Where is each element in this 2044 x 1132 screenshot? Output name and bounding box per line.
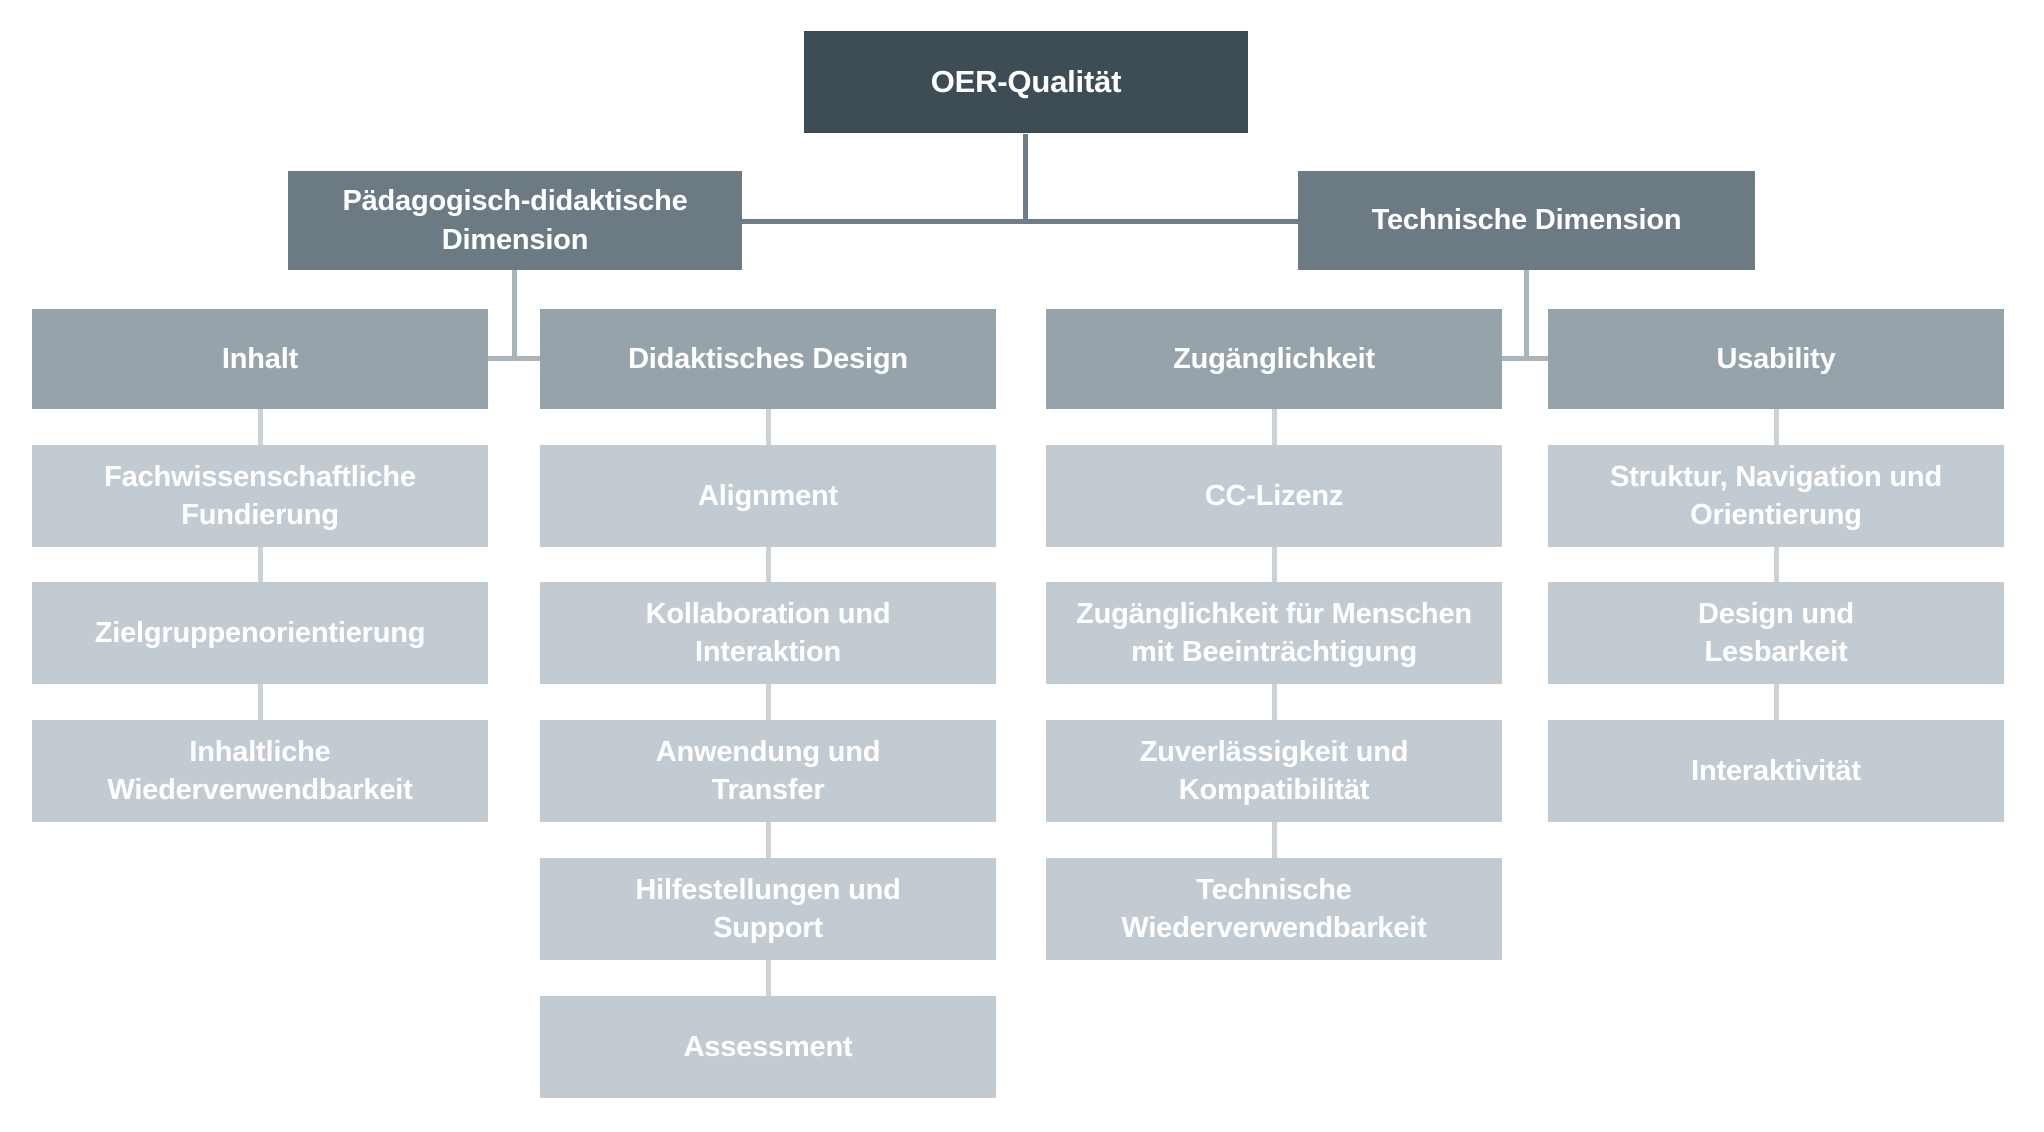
- connector-dim-right-vertical: [1524, 270, 1529, 358]
- connector-line: [766, 547, 771, 582]
- connector-line: [1774, 547, 1779, 582]
- node-alignment: Alignment: [540, 445, 996, 547]
- connector-line: [258, 684, 263, 720]
- node-design-und-lesbarkeit: Design und Lesbarkeit: [1548, 582, 2004, 684]
- connector-line: [1272, 822, 1277, 858]
- connector-line: [1272, 409, 1277, 445]
- connector-line: [766, 684, 771, 720]
- node-fachwissenschaftliche-fundierung: Fachwissenschaftliche Fundierung: [32, 445, 488, 547]
- connector-line: [766, 960, 771, 996]
- node-interaktivitaet: Interaktivität: [1548, 720, 2004, 822]
- node-cc-lizenz: CC-Lizenz: [1046, 445, 1502, 547]
- connector-dim-left-horizontal: [488, 356, 540, 361]
- connector-dim-right-horizontal: [1502, 356, 1548, 361]
- connector-dim-left-vertical: [512, 270, 517, 358]
- node-zuverlaessigkeit-und-kompatibilitaet: Zuverlässigkeit und Kompatibilität: [1046, 720, 1502, 822]
- node-paedagogisch-didaktische-dimension: Pädagogisch-didaktische Dimension: [288, 171, 742, 270]
- node-kollaboration-und-interaktion: Kollaboration und Interaktion: [540, 582, 996, 684]
- node-zugaenglichkeit: Zugänglichkeit: [1046, 309, 1502, 409]
- node-inhalt: Inhalt: [32, 309, 488, 409]
- node-zugaenglichkeit-fuer-menschen: Zugänglichkeit für Menschen mit Beeinträ…: [1046, 582, 1502, 684]
- node-usability: Usability: [1548, 309, 2004, 409]
- connector-line: [766, 822, 771, 858]
- connector-line: [1774, 409, 1779, 445]
- connector-line: [258, 409, 263, 445]
- node-struktur-navigation-orientierung: Struktur, Navigation und Orientierung: [1548, 445, 2004, 547]
- node-zielgruppenorientierung: Zielgruppenorientierung: [32, 582, 488, 684]
- node-inhaltliche-wiederverwendbarkeit: Inhaltliche Wiederverwendbarkeit: [32, 720, 488, 822]
- connector-line: [1774, 684, 1779, 720]
- connector-line: [1272, 547, 1277, 582]
- node-assessment: Assessment: [540, 996, 996, 1098]
- node-anwendung-und-transfer: Anwendung und Transfer: [540, 720, 996, 822]
- node-oer-qualitaet: OER-Qualität: [804, 31, 1248, 133]
- connector-line: [1272, 684, 1277, 720]
- node-technische-wiederverwendbarkeit: Technische Wiederverwendbarkeit: [1046, 858, 1502, 960]
- connector-root-horizontal: [742, 219, 1298, 224]
- node-hilfestellungen-und-support: Hilfestellungen und Support: [540, 858, 996, 960]
- node-technische-dimension: Technische Dimension: [1298, 171, 1755, 270]
- connector-line: [766, 409, 771, 445]
- connector-root-vertical: [1023, 134, 1028, 222]
- connector-line: [258, 547, 263, 582]
- node-didaktisches-design: Didaktisches Design: [540, 309, 996, 409]
